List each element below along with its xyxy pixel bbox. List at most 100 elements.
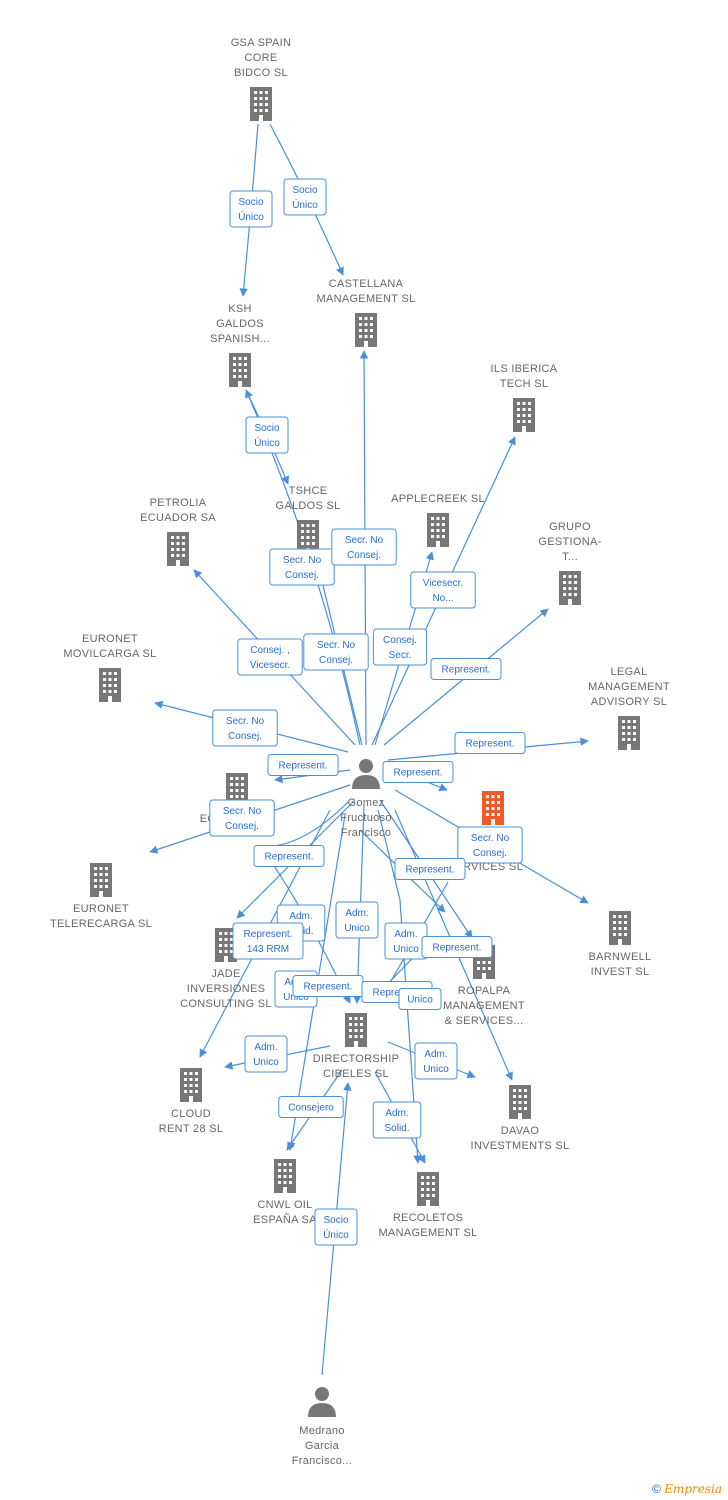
node-castellana[interactable]: CASTELLANA MANAGEMENT SL	[316, 278, 415, 347]
brand-logo[interactable]: Empresia	[664, 1482, 722, 1496]
edge-label-l-petrolia[interactable]: Consej. ,Vicesecr.	[237, 638, 303, 676]
node-label: GESTIONA-	[538, 536, 601, 548]
building-icon	[559, 571, 581, 605]
edge-label-text: Consejero	[288, 1103, 334, 1114]
node-label: Francisco	[341, 827, 391, 839]
node-tshce[interactable]: TSHCE GALDOS SL	[275, 485, 340, 554]
edge-label-text: Único	[238, 210, 264, 223]
edge-label-box	[421, 936, 493, 958]
copyright: © Empresia	[652, 1482, 722, 1496]
node-label: TSHCE	[289, 485, 328, 497]
edge-label-box	[209, 799, 275, 837]
node-label: GALDOS SL	[275, 500, 340, 512]
edge-label-box	[237, 638, 303, 676]
node-label: CORE	[245, 52, 278, 64]
edge-label-box	[245, 416, 289, 454]
node-label: T...	[562, 551, 578, 563]
building-icon	[345, 1013, 367, 1047]
edge-label-text: Represent.	[265, 852, 314, 863]
building-icon	[99, 668, 121, 702]
node-label: Medrano	[299, 1425, 345, 1437]
edge-label-text: Adm.	[254, 1042, 277, 1053]
edge-label-box	[414, 1042, 458, 1080]
node-label: CLOUD	[171, 1108, 211, 1120]
node-medrano[interactable]: MedranoGarciaFrancisco...	[292, 1387, 352, 1467]
edge-label-box	[372, 1101, 422, 1139]
edge-label-text: Secr. No	[226, 716, 265, 727]
edge-label-l-cnwl[interactable]: Consejero	[278, 1096, 344, 1118]
node-label: GSA SPAIN	[231, 37, 292, 49]
edge-label-box	[232, 922, 304, 960]
node-label: KSH	[228, 303, 252, 315]
edge-label-l-legal[interactable]: Represent.	[454, 732, 526, 754]
edge-label-l-jade-rep[interactable]: Represent.	[253, 845, 325, 867]
node-ksh[interactable]: KSHGALDOSSPANISH...	[210, 303, 270, 387]
edge-label-text: Represent.	[466, 739, 515, 750]
edge-label-l-apple[interactable]: Consej.Secr.	[372, 628, 428, 666]
edge-label-l-dir-adm[interactable]: Adm.Unico	[335, 901, 379, 939]
node-label: Fructuoso	[340, 812, 392, 824]
edge-label-text: Consej.	[347, 550, 381, 561]
node-label: CONSULTING SL	[180, 998, 272, 1010]
person-icon	[352, 759, 380, 789]
edge-label-l-rec-adm[interactable]: Adm.Solid.	[372, 1101, 422, 1139]
edge-label-l-ecuador[interactable]: Represent.	[267, 754, 339, 776]
edge-label-l-corp-rep[interactable]: Represent.	[382, 761, 454, 783]
edge-label-l-grupo[interactable]: Represent.	[430, 658, 502, 680]
node-applecreek[interactable]: APPLECREEK SL	[391, 493, 485, 547]
edge-label-l-cloud-adm[interactable]: Adm.Unico	[244, 1035, 288, 1073]
edge-label-text: Represent.	[244, 929, 293, 940]
building-icon	[427, 513, 449, 547]
building-icon	[609, 911, 631, 945]
edge-label-text: Represent.	[433, 943, 482, 954]
building-icon	[509, 1085, 531, 1119]
building-icon	[250, 87, 272, 121]
edge-label-l-dir-rep[interactable]: Represent.	[292, 975, 364, 997]
node-label: MANAGEMENT SL	[316, 293, 415, 305]
building-icon	[167, 532, 189, 566]
node-label: LEGAL	[611, 666, 648, 678]
person-icon	[308, 1387, 336, 1417]
edge-label-l-ropalpa-rep2[interactable]: Represent.	[421, 936, 493, 958]
edge-label-l-rec-unico[interactable]: Unico	[398, 988, 442, 1010]
node-label: TECH SL	[500, 378, 549, 390]
node-label: CASTELLANA	[329, 278, 404, 290]
edge-label-text: Represent.	[373, 988, 422, 999]
edge-label-l-ropalpa-rep[interactable]: Represent.	[394, 858, 466, 880]
edge-label-box	[278, 1096, 344, 1118]
edge-label-text: Único	[292, 198, 318, 211]
edge-label-l-ropalpa-adm[interactable]: Adm.Unico	[384, 922, 428, 960]
edge-label-text: Vicesecr.	[250, 660, 290, 671]
edge-label-l-ils[interactable]: Vicesecr.No...	[410, 571, 476, 609]
edge-label-text: Represent.	[304, 982, 353, 993]
node-grupo[interactable]: GRUPOGESTIONA-T...	[538, 521, 601, 605]
edge-label-l-davao-adm[interactable]: Adm.Unico	[414, 1042, 458, 1080]
edge-label-box	[314, 1208, 358, 1246]
edge-label-l-cloud-rep[interactable]: Represent.143 RRM	[232, 922, 304, 960]
